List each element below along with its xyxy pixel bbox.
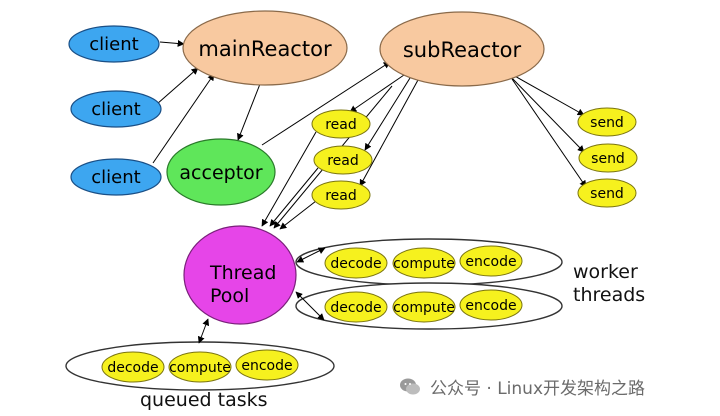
client-node: client: [70, 90, 162, 128]
send-label: send: [591, 151, 625, 167]
svg-text:decode: decode: [330, 256, 381, 272]
thread-pool-label-line2: Pool: [210, 285, 249, 307]
svg-text:decode: decode: [107, 360, 158, 376]
svg-text:encode: encode: [241, 358, 292, 374]
worker-threads-label-line1: worker: [573, 261, 638, 283]
task-encode: encode: [459, 289, 523, 321]
read-label: read: [325, 117, 357, 133]
thread-pool-node: Thread Pool: [183, 225, 297, 325]
watermark-text: 公众号 · Linux开发架构之路: [430, 379, 646, 399]
read-label: read: [325, 188, 357, 204]
svg-text:compute: compute: [393, 256, 455, 272]
client-node: client: [68, 25, 160, 63]
task-decode: decode: [324, 247, 388, 279]
svg-text:compute: compute: [393, 300, 455, 316]
svg-text:encode: encode: [465, 254, 516, 270]
task-compute: compute: [392, 247, 456, 279]
send-node: send: [577, 178, 637, 208]
sub-reactor-node: subReactor: [379, 11, 545, 87]
read-node: read: [313, 145, 373, 175]
thread-pool-label-line1: Thread: [209, 262, 276, 284]
task-compute: compute: [392, 291, 456, 323]
watermark: 公众号 · Linux开发架构之路: [398, 374, 645, 399]
wechat-icon: [400, 378, 420, 394]
svg-text:compute: compute: [169, 360, 231, 376]
read-node: read: [311, 109, 371, 139]
client-label: client: [91, 99, 140, 120]
queued-tasks-label: queued tasks: [140, 389, 268, 411]
client-label: client: [91, 167, 140, 188]
worker-threads-label: worker threads: [573, 261, 645, 307]
client-label: client: [89, 34, 138, 55]
task-encode: encode: [459, 245, 523, 277]
send-node: send: [577, 107, 637, 137]
task-decode: decode: [101, 351, 165, 383]
send-node: send: [578, 143, 638, 173]
connectors: [152, 39, 587, 344]
main-reactor-label: mainReactor: [198, 37, 332, 61]
send-label: send: [590, 115, 624, 131]
main-reactor-node: mainReactor: [182, 10, 348, 86]
worker-threads-label-line2: threads: [573, 284, 646, 306]
task-compute: compute: [168, 351, 232, 383]
svg-text:decode: decode: [330, 300, 381, 316]
task-decode: decode: [324, 291, 388, 323]
svg-text:encode: encode: [465, 298, 516, 314]
client-node: client: [70, 158, 162, 196]
sub-reactor-label: subReactor: [403, 38, 522, 62]
read-node: read: [311, 180, 371, 210]
send-label: send: [590, 186, 624, 202]
task-encode: encode: [235, 349, 299, 381]
read-label: read: [327, 153, 359, 169]
acceptor-node: acceptor: [166, 138, 276, 206]
acceptor-label: acceptor: [179, 162, 262, 184]
